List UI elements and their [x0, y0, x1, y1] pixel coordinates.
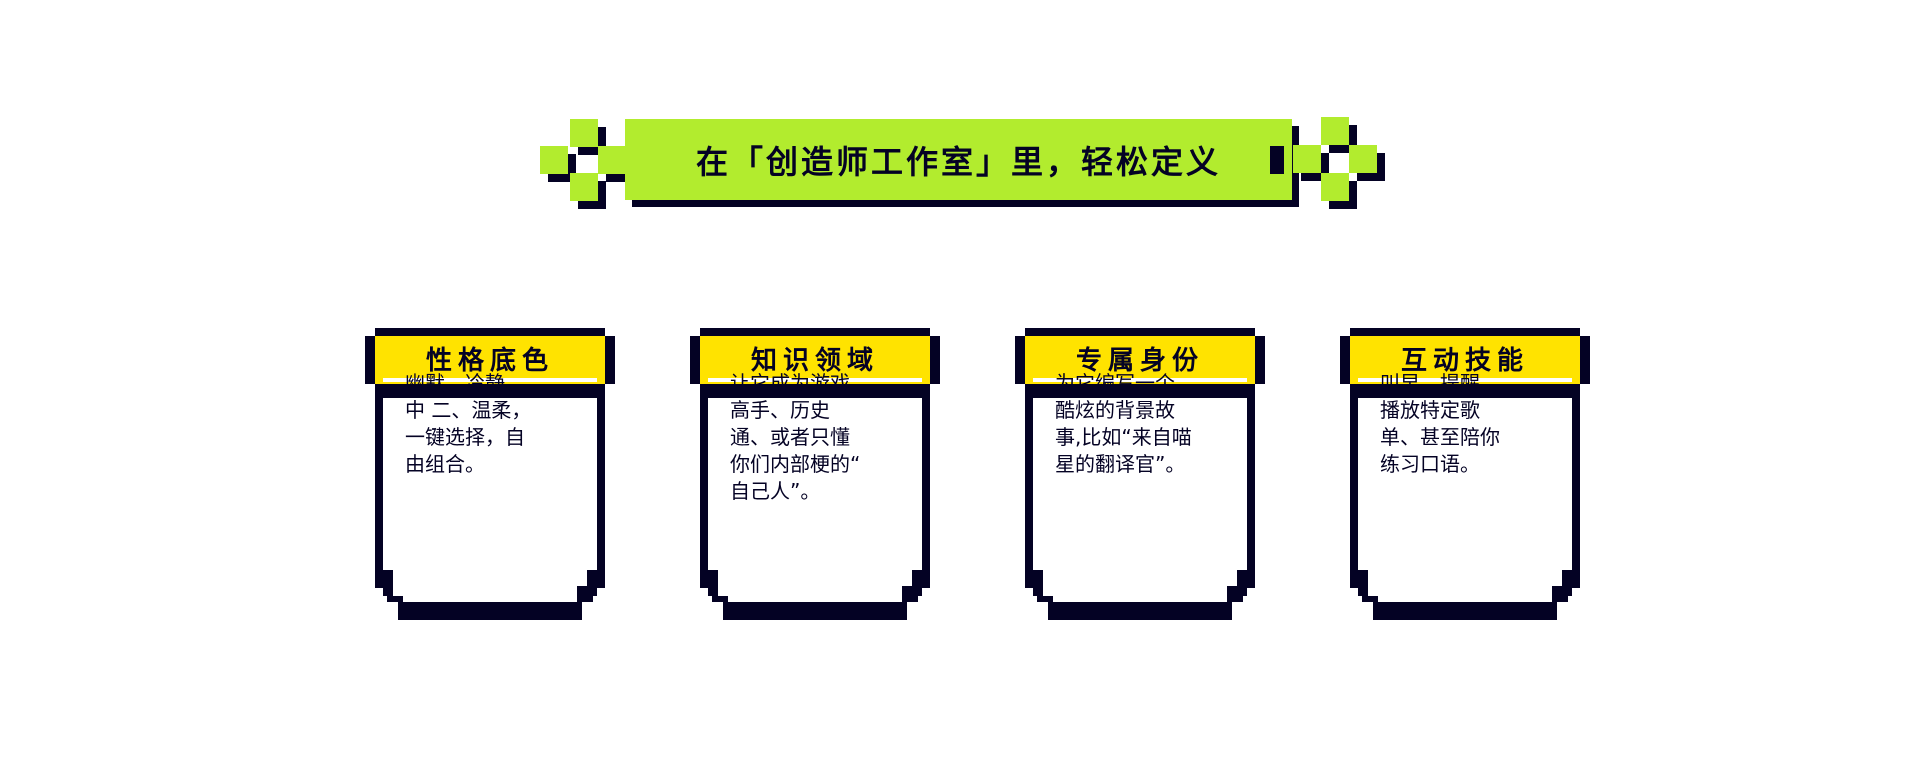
step — [1227, 586, 1243, 602]
card-body — [375, 392, 605, 588]
card-text-line: 让它成为游戏 — [730, 371, 850, 395]
card-text-line: 星的翻译官”。 — [1055, 452, 1186, 476]
step — [1043, 586, 1227, 596]
step — [1025, 570, 1043, 588]
step — [1552, 586, 1568, 602]
feature-card: 知识领域 让它成为游戏高手、历史通、或者只懂你们内部梗的“ 自己人”。 — [690, 328, 940, 628]
card-text-line: 事,比如“来自喵 — [1055, 425, 1192, 449]
header-highlight — [383, 378, 597, 382]
card-text-line: 叫早、提醒、 — [1380, 371, 1500, 395]
card-text-line: 你们内部梗的“ — [730, 452, 861, 476]
feature-card: 性格底色 幽默、冷静、中 二、温柔， 一键选择，自由组合。 — [365, 328, 615, 628]
step — [718, 586, 902, 596]
card-heading: 性格底色 — [425, 345, 554, 376]
card-header-fill: 专属身份 — [1025, 336, 1255, 384]
card-text-line: 播放特定歌 — [1380, 398, 1480, 422]
card-base — [1048, 602, 1232, 620]
card-body — [1025, 392, 1255, 588]
header-highlight — [708, 378, 922, 382]
step — [375, 570, 393, 588]
step — [1368, 586, 1552, 596]
card-body-fill — [708, 398, 922, 588]
card-heading: 专属身份 — [1075, 345, 1204, 376]
card-body — [1350, 392, 1580, 588]
card-text-line: 幽默、冷静、 — [405, 371, 525, 395]
step — [1562, 570, 1580, 588]
step — [383, 578, 597, 586]
step — [403, 596, 577, 602]
card-header-fill: 互动技能 — [1350, 336, 1580, 384]
card-text-line: 练习口语。 — [1380, 452, 1480, 476]
card-text-line: 中 二、温柔， — [405, 398, 532, 422]
step — [1053, 596, 1227, 602]
step — [912, 570, 930, 588]
title-text: 在「创造师工作室」里，轻松定义 — [695, 142, 1221, 181]
card-heading: 互动技能 — [1400, 345, 1529, 376]
card-text-line: 由组合。 — [405, 452, 485, 476]
card-base — [723, 602, 907, 620]
card-base — [398, 602, 582, 620]
card-description: 让它成为游戏高手、历史通、或者只懂你们内部梗的“ 自己人”。 — [730, 370, 890, 505]
card-text-line: 酷炫的背景故 — [1055, 398, 1175, 422]
card-header-fill: 知识领域 — [700, 336, 930, 384]
step — [708, 578, 922, 586]
title-banner: 在「创造师工作室」里，轻松定义 — [625, 119, 1292, 200]
card-body-fill — [1358, 398, 1572, 588]
card-description: 叫早、提醒、播放特定歌单、甚至陪你练习口语。 — [1380, 370, 1540, 478]
header-highlight — [1033, 378, 1247, 382]
step — [700, 570, 718, 588]
step — [728, 596, 902, 602]
card-description: 为它编写一个酷炫的背景故事,比如“来自喵星的翻译官”。 — [1055, 370, 1215, 478]
card-body-fill — [383, 398, 597, 588]
step — [1237, 570, 1255, 588]
card-text-line: 一键选择，自 — [405, 425, 525, 449]
step — [393, 586, 577, 596]
card-text-line: 通、或者只懂 — [730, 425, 850, 449]
feature-card: 专属身份 为它编写一个酷炫的背景故事,比如“来自喵星的翻译官”。 — [1015, 328, 1265, 628]
card-text-line: 高手、历史 — [730, 398, 830, 422]
step — [902, 586, 918, 602]
card-text-line: 单、甚至陪你 — [1380, 425, 1500, 449]
feature-card: 互动技能 叫早、提醒、播放特定歌单、甚至陪你练习口语。 — [1340, 328, 1590, 628]
step — [577, 586, 593, 602]
card-text-line: 自己人”。 — [730, 479, 821, 503]
card-text-line: 为它编写一个 — [1055, 371, 1175, 395]
step — [1358, 578, 1572, 586]
step — [1378, 596, 1552, 602]
card-body-fill — [1033, 398, 1247, 588]
step — [1033, 578, 1247, 586]
step — [1350, 570, 1368, 588]
step — [587, 570, 605, 588]
header-highlight — [1358, 378, 1572, 382]
card-heading: 知识领域 — [750, 345, 879, 376]
card-body — [700, 392, 930, 588]
card-header-fill: 性格底色 — [375, 336, 605, 384]
card-description: 幽默、冷静、中 二、温柔， 一键选择，自由组合。 — [405, 370, 565, 478]
card-base — [1373, 602, 1557, 620]
